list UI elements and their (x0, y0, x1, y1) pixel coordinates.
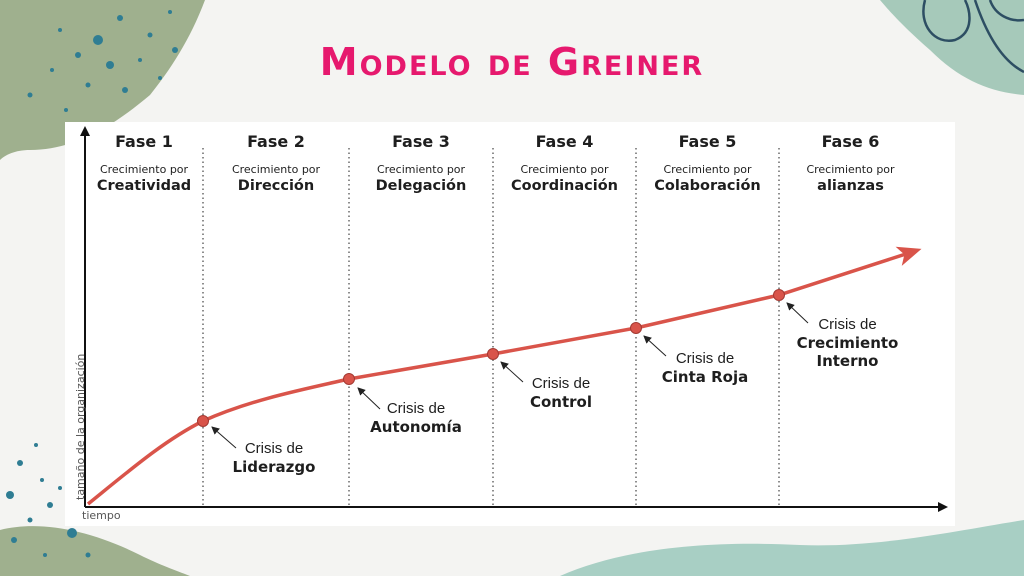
y-axis-label: tamaño de la organización (74, 353, 87, 500)
phase-subtitle: Crecimiento por (663, 163, 752, 176)
phase-header: Fase 1 Crecimiento por Creatividad (85, 132, 203, 194)
phase-focus: Dirección (237, 178, 315, 194)
phase-name: Fase 1 (115, 132, 173, 151)
phase-subtitle: Crecimiento por (806, 163, 895, 176)
crisis-point (343, 373, 355, 385)
x-axis-label: tiempo (82, 509, 121, 522)
phase-subtitle: Crecimiento por (99, 163, 189, 176)
phase-subtitle: Crecimiento por (376, 163, 466, 176)
page-title: Modelo de Greiner (319, 40, 705, 84)
dots-top-left (27, 10, 178, 112)
phase-header: Fase 3 Crecimiento por Delegación (349, 132, 493, 194)
crisis-prefix: Crisis de (386, 400, 446, 417)
crisis-label: Crisis de Crecimiento Interno (780, 316, 915, 370)
phase-header: Fase 4 Crecimiento por Coordinación (493, 132, 636, 194)
top-left-blob (0, 0, 205, 160)
crisis-name: Cinta Roja (661, 368, 749, 386)
crisis-leader (211, 426, 237, 449)
phase-name: Fase 4 (535, 132, 594, 151)
crisis-name: Control (529, 393, 592, 411)
diagram-panel (65, 122, 955, 526)
bottom-right-blob (560, 520, 1024, 576)
crisis-name: Autonomía (370, 418, 462, 436)
crisis-point (197, 415, 209, 427)
crisis-leader (786, 302, 809, 324)
dots-bottom-left (6, 443, 97, 558)
crisis-leader (500, 361, 524, 383)
phase-header: Fase 6 Crecimiento por alianzas (779, 132, 922, 194)
phase-focus: Coordinación (510, 178, 619, 194)
phase-subtitle: Crecimiento por (231, 163, 321, 176)
crisis-point (487, 348, 499, 360)
crisis-label: Crisis de Liderazgo (214, 440, 334, 476)
phase-name: Fase 2 (247, 132, 305, 151)
phase-name: Fase 5 (678, 132, 737, 151)
crisis-prefix: Crisis de (675, 350, 735, 367)
phase-focus: Colaboración (654, 178, 761, 194)
growth-curve (86, 246, 922, 506)
crisis-point (630, 322, 642, 334)
crisis-prefix: Crisis de (818, 316, 877, 333)
phase-name: Fase 3 (392, 132, 450, 151)
phase-focus: Delegación (375, 178, 467, 194)
crisis-prefix: Crisis de (244, 440, 304, 457)
crisis-leader (357, 387, 381, 410)
phase-subtitle: Crecimiento por (520, 163, 609, 176)
phase-header: Fase 5 Crecimiento por Colaboración (636, 132, 779, 194)
phase-name: Fase 6 (821, 132, 880, 151)
phase-focus: alianzas (817, 178, 884, 194)
phase-focus: Creatividad (96, 178, 192, 194)
phase-header: Fase 2 Crecimiento por Dirección (203, 132, 349, 194)
crisis-prefix: Crisis de (531, 375, 591, 392)
crisis-point (773, 289, 785, 301)
crisis-leader (643, 335, 667, 357)
crisis-name: Liderazgo (232, 458, 316, 476)
bottom-left-blob (0, 526, 190, 576)
crisis-label: Crisis de Control (501, 375, 621, 411)
top-right-blob (880, 0, 1024, 95)
crisis-label: Crisis de Cinta Roja (645, 350, 765, 386)
top-right-leaf (922, 0, 1024, 74)
crisis-label: Crisis de Autonomía (356, 400, 476, 436)
crisis-name: Crecimiento Interno (796, 334, 899, 370)
